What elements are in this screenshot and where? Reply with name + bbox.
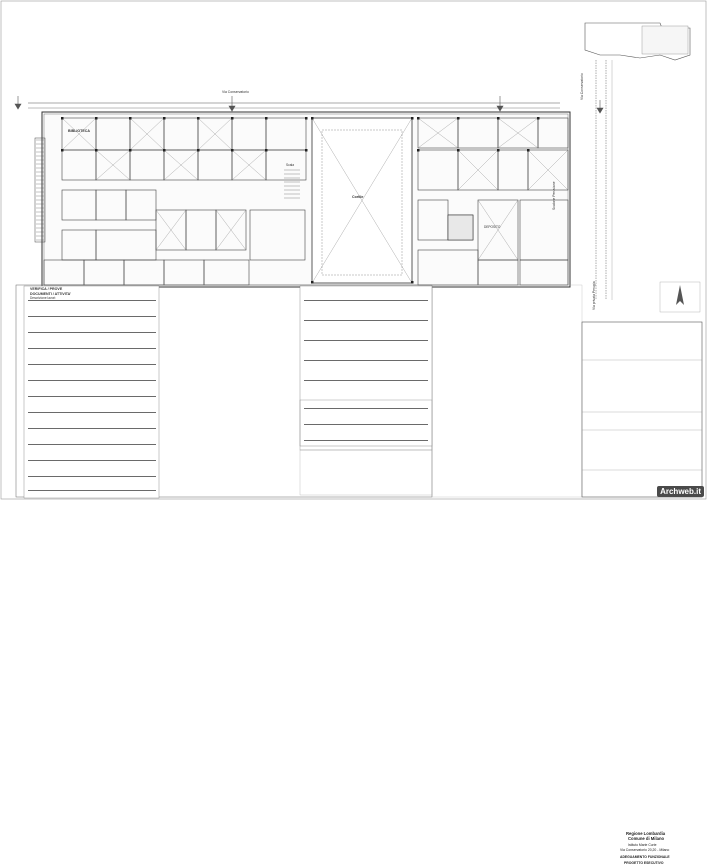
note-line xyxy=(304,340,428,341)
notes-col-1 xyxy=(23,285,160,499)
notes-header-1: VERIFICA / PROVE xyxy=(30,287,63,291)
street-label-top: Via Conservatorio xyxy=(222,90,249,94)
cross-diagonals xyxy=(61,117,569,284)
note-line xyxy=(304,440,428,441)
note-line xyxy=(28,412,156,413)
note-line xyxy=(28,316,156,317)
stair-mid xyxy=(284,169,300,199)
entrance-arrows xyxy=(14,96,604,114)
tb-project-title: ADEGUAMENTO FUNZIONALE xyxy=(620,855,670,859)
note-line xyxy=(28,332,156,333)
note-line xyxy=(28,444,156,445)
street-label-right-mid: Scalone Peruviane xyxy=(552,181,556,210)
floor-plan-svg xyxy=(0,0,707,500)
notes-col-3 xyxy=(299,285,433,447)
staircases xyxy=(36,139,44,241)
north-arrow-icon xyxy=(676,285,684,305)
sheet-border xyxy=(0,0,707,500)
elevator-core xyxy=(447,214,474,241)
notes-header-2: DOCUMENTI / ATTIVITA' xyxy=(30,292,72,296)
room-label: DEPOSITO xyxy=(484,225,501,229)
note-line xyxy=(304,424,428,425)
courtyard-inner xyxy=(321,129,403,276)
note-line xyxy=(28,476,156,477)
street-label-right-upper: Via Conservatorio xyxy=(580,73,584,100)
north-arrow-box xyxy=(659,281,701,313)
notes-col-3-base xyxy=(299,449,433,496)
note-line xyxy=(304,300,428,301)
lower-right-area xyxy=(431,284,583,498)
note-line xyxy=(304,360,428,361)
room-label: BIBLIOTECA xyxy=(68,129,90,133)
notes-header-3: Descrizione lavori: xyxy=(30,296,57,300)
note-line xyxy=(304,380,428,381)
pillars xyxy=(61,117,540,284)
watermark-logo: Archweb.it xyxy=(657,486,704,497)
note-line xyxy=(28,460,156,461)
street-label-right-lower: Via privata Perugia xyxy=(592,281,596,310)
stair-left-outline xyxy=(34,137,46,243)
note-line xyxy=(28,300,156,301)
tb-phase: PROGETTO ESECUTIVO xyxy=(624,861,664,865)
note-line xyxy=(28,364,156,365)
note-line xyxy=(304,408,428,409)
tb-building: Istituto Marie Curie xyxy=(628,843,657,847)
room-label: Cortile xyxy=(352,195,364,199)
note-line xyxy=(28,428,156,429)
tb-address: Via Conservatorio 20,20 - Milano xyxy=(620,848,670,852)
tb-city: Comune di Milano xyxy=(628,836,665,841)
room-label: Scala xyxy=(286,163,294,167)
note-line xyxy=(304,320,428,321)
note-line xyxy=(28,348,156,349)
note-line xyxy=(28,380,156,381)
title-block-frame xyxy=(581,321,703,498)
note-line xyxy=(28,490,156,491)
note-line xyxy=(28,396,156,397)
site-plan-block xyxy=(641,25,689,55)
